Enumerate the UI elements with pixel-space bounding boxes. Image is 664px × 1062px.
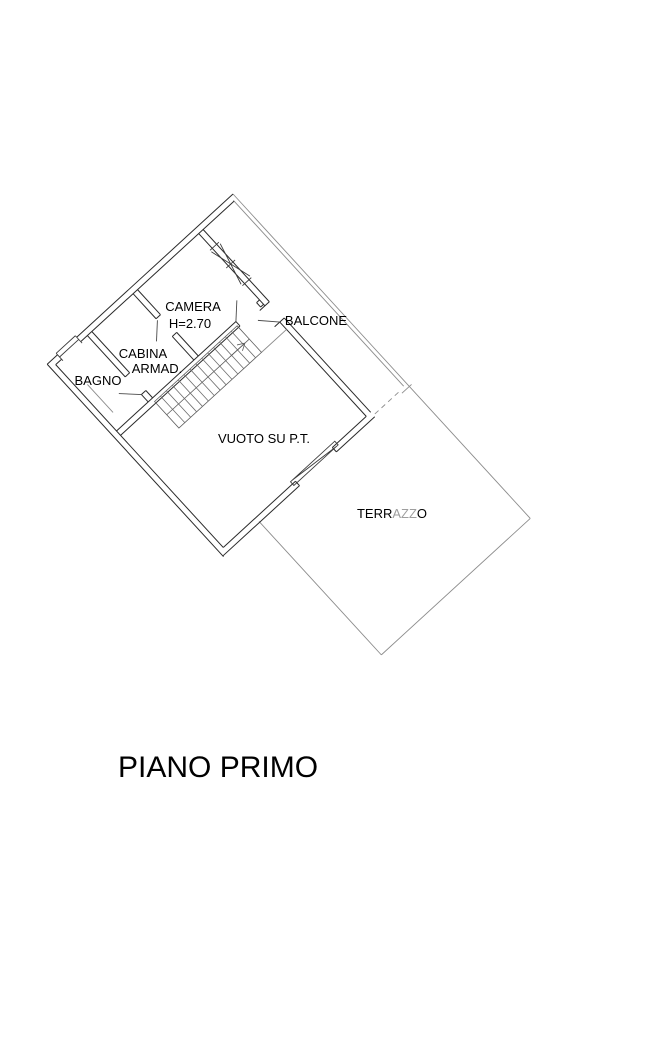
- cabina-bagno-partition: [87, 331, 153, 403]
- balcony-facade-wall: [198, 229, 372, 417]
- bagno-fixture-line: [87, 384, 114, 413]
- balcony-terrazzo-threshold-dashed: [373, 391, 399, 416]
- terrazzo-label-part1: TERR: [357, 506, 392, 521]
- southeast-wall: [222, 416, 376, 557]
- stairwell-partition: [116, 299, 264, 436]
- room-label-balcone: BALCONE: [285, 313, 347, 328]
- terrazzo-label-part2: AZZ: [392, 506, 417, 521]
- room-label-terrazzo: TERRAZZO: [357, 506, 427, 521]
- bagno-door-leaf: [118, 393, 142, 396]
- camera-door-leaf: [235, 300, 238, 322]
- sliding-door-icon: [289, 440, 339, 487]
- terrace-and-balcony-outline: [232, 193, 531, 656]
- camera-cabina-partition: [132, 289, 199, 361]
- balcony-door-leaf: [257, 319, 280, 323]
- camera-window-icon: [209, 241, 252, 287]
- stair-direction-arrow-icon: [229, 342, 246, 357]
- plan-title: PIANO PRIMO: [118, 751, 318, 784]
- balcony-terrazzo-divider-tick: [401, 384, 412, 394]
- exterior-walls: [46, 193, 376, 558]
- staircase: [154, 325, 263, 429]
- terrazzo-label-part3: O: [417, 506, 427, 521]
- room-label-camera-height: H=2.70: [169, 316, 211, 331]
- room-label-bagno: BAGNO: [75, 373, 122, 388]
- bagno-window-icon: [55, 335, 83, 361]
- balcony-inner-parapet-line: [233, 200, 405, 387]
- room-label-cabina-line2: ARMAD.: [132, 361, 183, 376]
- room-label-camera: CAMERA: [165, 299, 221, 314]
- floor-plan: [46, 193, 531, 656]
- void-railing-line: [261, 329, 287, 353]
- balcony-terrazzo-outer-edge: [232, 193, 531, 656]
- cabina-door-leaf: [156, 320, 158, 342]
- room-label-cabina-line1: CABINA: [119, 346, 168, 361]
- doors: [118, 300, 280, 396]
- interior-walls: [87, 289, 287, 436]
- room-labels: CAMERA H=2.70 CABINA ARMAD. BAGNO BALCON…: [75, 299, 428, 521]
- room-label-vuoto: VUOTO SU P.T.: [218, 431, 310, 446]
- northwest-wall: [46, 193, 235, 365]
- southwest-wall: [46, 363, 224, 558]
- windows: [55, 241, 339, 487]
